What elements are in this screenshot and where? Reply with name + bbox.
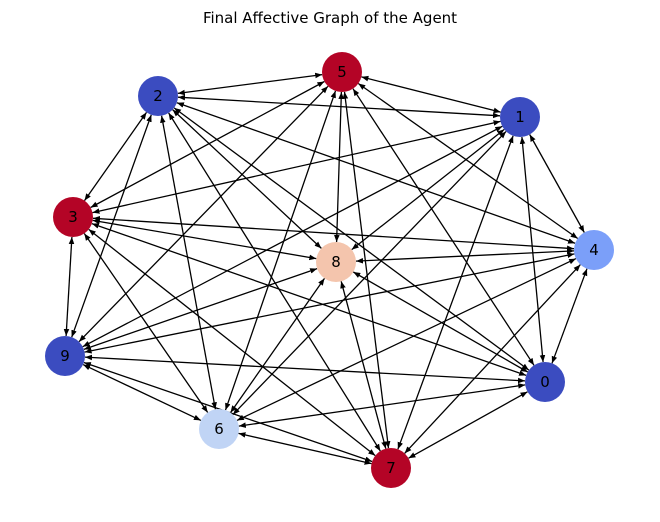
node-3: 3 xyxy=(53,197,93,237)
node-circle-9 xyxy=(45,336,85,376)
edge-4-0 xyxy=(551,268,588,364)
node-8: 8 xyxy=(316,242,356,282)
edge-5-2 xyxy=(177,72,323,96)
edge-8-9 xyxy=(83,267,318,351)
node-9: 9 xyxy=(45,336,85,376)
node-label-8: 8 xyxy=(331,253,341,271)
node-circle-1 xyxy=(500,97,540,137)
edge-8-6 xyxy=(229,278,326,413)
edge-3-8 xyxy=(92,218,317,261)
edge-6-7 xyxy=(238,432,372,465)
edge-5-8 xyxy=(334,91,344,243)
node-label-0: 0 xyxy=(540,373,550,391)
nodes-layer: 0 1 2 3 4 5 6 7 8 9 xyxy=(45,52,614,488)
graph-title: Final Affective Graph of the Agent xyxy=(203,9,457,27)
node-circle-5 xyxy=(322,52,362,92)
node-label-7: 7 xyxy=(386,459,396,477)
edge-9-6 xyxy=(82,364,202,421)
node-label-1: 1 xyxy=(515,108,525,126)
edge-0-7 xyxy=(408,391,528,459)
node-label-5: 5 xyxy=(337,63,347,81)
edge-1-9 xyxy=(82,125,503,348)
node-0: 0 xyxy=(525,362,565,402)
node-circle-8 xyxy=(316,242,356,282)
edge-3-9 xyxy=(63,236,75,337)
node-label-4: 4 xyxy=(589,241,599,259)
edge-2-6 xyxy=(160,115,217,410)
node-5: 5 xyxy=(322,52,362,92)
node-circle-7 xyxy=(371,448,411,488)
edge-8-0 xyxy=(352,271,529,373)
node-circle-4 xyxy=(574,230,614,270)
edge-9-0 xyxy=(84,354,526,384)
node-1: 1 xyxy=(500,97,540,137)
node-circle-0 xyxy=(525,362,565,402)
node-circle-2 xyxy=(138,76,178,116)
edge-4-6 xyxy=(236,258,577,421)
edges-layer xyxy=(63,72,588,465)
node-2: 2 xyxy=(138,76,178,116)
node-4: 4 xyxy=(574,230,614,270)
edge-1-8 xyxy=(351,128,505,251)
edge-0-6 xyxy=(238,383,526,428)
edge-5-3 xyxy=(90,80,325,209)
node-label-2: 2 xyxy=(153,87,163,105)
node-6: 6 xyxy=(199,409,239,449)
edge-2-3 xyxy=(83,112,148,201)
edge-3-6 xyxy=(83,233,209,413)
node-label-6: 6 xyxy=(214,420,224,438)
node-label-3: 3 xyxy=(68,208,78,226)
edge-1-4 xyxy=(529,134,585,233)
node-circle-6 xyxy=(199,409,239,449)
node-circle-3 xyxy=(53,197,93,237)
edge-1-0 xyxy=(519,136,546,363)
node-label-9: 9 xyxy=(60,347,70,365)
node-7: 7 xyxy=(371,448,411,488)
edge-5-1 xyxy=(361,75,501,114)
